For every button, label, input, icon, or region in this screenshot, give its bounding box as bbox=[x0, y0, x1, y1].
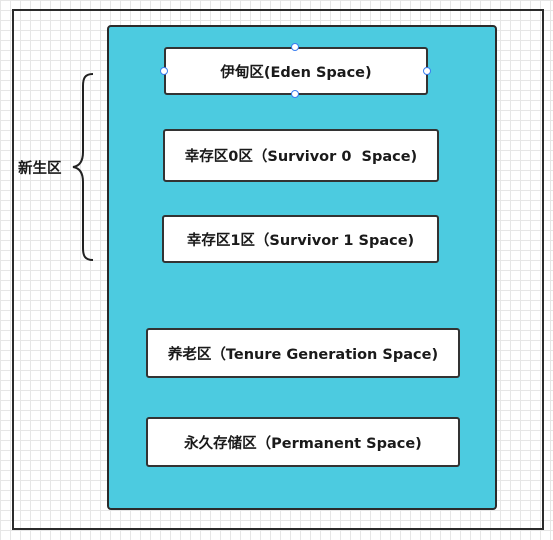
young-generation-brace bbox=[72, 73, 94, 261]
eden-space-box[interactable]: 伊甸区(Eden Space) bbox=[164, 47, 428, 95]
selection-handle-bottom[interactable] bbox=[291, 90, 299, 98]
survivor0-space-label: 幸存区0区（Survivor 0 Space) bbox=[184, 149, 418, 165]
survivor1-space-box[interactable]: 幸存区1区（Survivor 1 Space) bbox=[162, 215, 439, 263]
selection-handle-left[interactable] bbox=[160, 67, 168, 75]
canvas-frame bbox=[12, 9, 544, 530]
permanent-space-label: 永久存储区（Permanent Space) bbox=[184, 435, 422, 452]
survivor0-space-box[interactable]: 幸存区0区（Survivor 0 Space) bbox=[163, 129, 439, 182]
permanent-space-box[interactable]: 永久存储区（Permanent Space) bbox=[146, 417, 460, 467]
survivor1-space-label: 幸存区1区（Survivor 1 Space) bbox=[186, 232, 415, 249]
selection-handle-right[interactable] bbox=[423, 67, 431, 75]
selection-handle-top[interactable] bbox=[291, 43, 299, 51]
tenure-space-label: 养老区（Tenure Generation Space) bbox=[167, 346, 439, 363]
young-generation-label: 新生区 bbox=[18, 161, 62, 177]
eden-space-label: 伊甸区(Eden Space) bbox=[220, 64, 372, 81]
tenure-space-box[interactable]: 养老区（Tenure Generation Space) bbox=[146, 328, 460, 378]
